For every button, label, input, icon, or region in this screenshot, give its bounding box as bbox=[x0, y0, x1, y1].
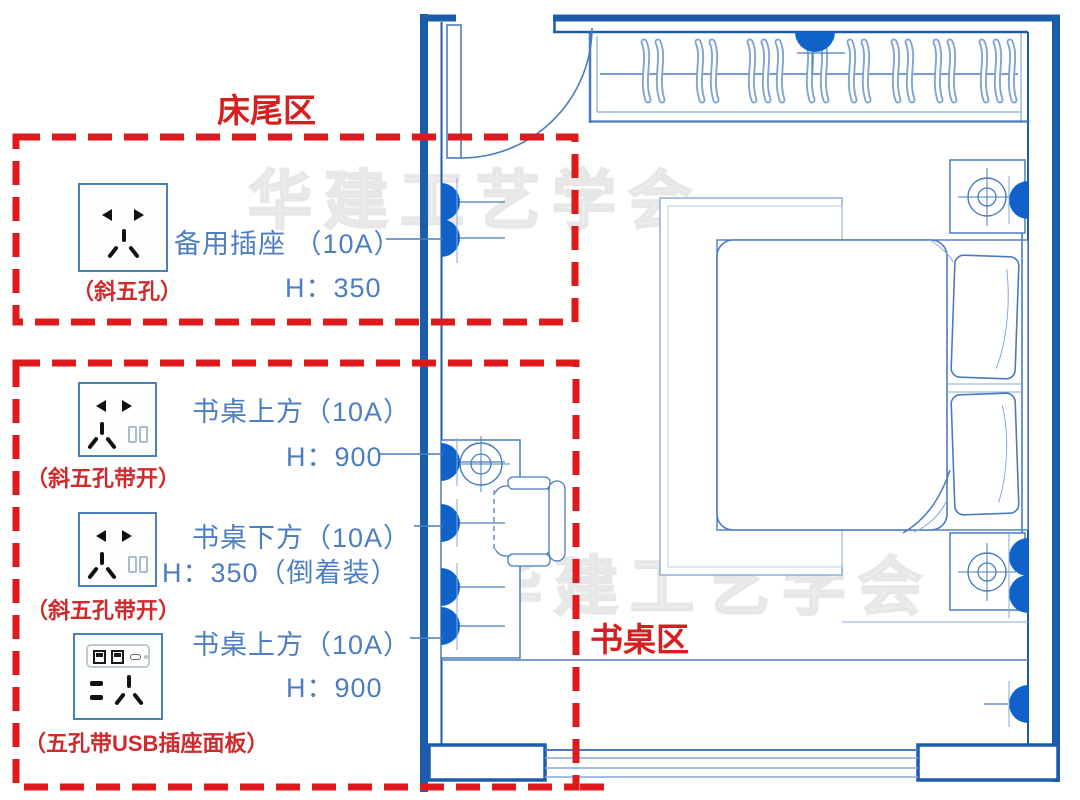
usb-module bbox=[86, 644, 150, 668]
socket-marker-nightstand-bottom-1 bbox=[1009, 538, 1028, 576]
socket-caption: （斜五孔带开） bbox=[26, 466, 181, 491]
pillow bbox=[950, 254, 1020, 380]
socket-switch bbox=[139, 556, 148, 573]
mattress bbox=[716, 239, 948, 531]
hangers bbox=[644, 42, 1014, 100]
socket-switch bbox=[128, 426, 137, 443]
blanket-fold bbox=[902, 469, 951, 534]
chair-backrest bbox=[548, 480, 566, 562]
socket-hole bbox=[90, 681, 103, 686]
chair-armrest bbox=[507, 476, 551, 490]
usb-a-port bbox=[111, 650, 124, 664]
door-leaf bbox=[446, 24, 462, 159]
wall-pier-right bbox=[916, 743, 1060, 782]
pillow bbox=[950, 392, 1020, 516]
socket-height: H：900 bbox=[286, 442, 383, 472]
socket-hole bbox=[96, 400, 106, 412]
bed bbox=[659, 197, 1029, 623]
watermark-top: 华建工艺学会 bbox=[247, 164, 704, 238]
socket-5hole-slant-icon bbox=[78, 183, 168, 272]
zone-boxes bbox=[12, 133, 604, 791]
socket-marker-spare-2 bbox=[441, 219, 460, 257]
chair-armrest bbox=[507, 553, 551, 567]
socket-marker-desk-lower bbox=[441, 504, 460, 542]
socket-hole bbox=[100, 552, 104, 565]
socket-marker-desk-usb-1 bbox=[441, 568, 460, 606]
socket-hole bbox=[105, 436, 117, 450]
socket-height: H：350 bbox=[285, 273, 382, 303]
socket-5hole-slant-switch-icon bbox=[78, 382, 157, 457]
socket-hole bbox=[105, 566, 117, 580]
socket-label: 书桌上方（10A） bbox=[192, 397, 412, 427]
socket-hole bbox=[132, 692, 144, 706]
desk-zone-title: 书桌区 bbox=[590, 621, 689, 658]
socket-5hole-usb-icon bbox=[73, 633, 163, 720]
socket-hole bbox=[122, 400, 132, 412]
socket-hole bbox=[90, 695, 103, 700]
socket-marker-desk-upper bbox=[441, 443, 460, 481]
wall-socket-markers bbox=[441, 32, 1028, 723]
socket-label: 备用插座 （10A） bbox=[174, 229, 402, 259]
socket-hole bbox=[114, 692, 126, 706]
socket-hole bbox=[87, 566, 99, 580]
chair-seat bbox=[493, 485, 553, 557]
socket-caption: （斜五孔带开） bbox=[26, 598, 181, 623]
socket-label: 书桌下方（10A） bbox=[192, 523, 412, 553]
socket-hole bbox=[128, 245, 140, 259]
socket-hole bbox=[107, 245, 119, 259]
socket-ticks bbox=[456, 52, 1010, 727]
socket-hole bbox=[100, 422, 104, 435]
socket-hole bbox=[134, 209, 144, 221]
usb-c-port bbox=[130, 654, 141, 660]
socket-caption: （五孔带USB插座面板） bbox=[24, 731, 269, 756]
leader-lines bbox=[378, 238, 443, 639]
socket-marker-nightstand-bottom-2 bbox=[1009, 575, 1028, 613]
desk-chair bbox=[492, 476, 566, 567]
socket-marker-bottom-right bbox=[1009, 685, 1028, 723]
socket-hole bbox=[122, 229, 126, 242]
socket-caption: （斜五孔） bbox=[72, 279, 183, 304]
socket-marker-top-wall bbox=[795, 32, 835, 52]
window bbox=[545, 749, 918, 778]
socket-marker-spare-1 bbox=[441, 183, 460, 221]
socket-marker-desk-usb-2 bbox=[441, 607, 460, 645]
bed-end-zone-title: 床尾区 bbox=[217, 92, 316, 129]
desk-zone-box bbox=[12, 359, 580, 791]
socket-hole bbox=[122, 530, 132, 542]
socket-5hole-slant-switch-icon bbox=[78, 512, 157, 587]
socket-switch bbox=[139, 426, 148, 443]
usb-a-port bbox=[93, 650, 106, 664]
socket-hole bbox=[96, 530, 106, 542]
socket-marker-nightstand-top bbox=[1009, 181, 1028, 219]
socket-height: H：350（倒着装） bbox=[162, 558, 399, 588]
wardrobe bbox=[588, 33, 1028, 123]
socket-label: 书桌上方（10A） bbox=[192, 630, 412, 660]
indicator-dot bbox=[144, 655, 148, 659]
socket-hole bbox=[102, 209, 112, 221]
bed-end-zone-box bbox=[12, 133, 579, 326]
socket-height: H：900 bbox=[286, 673, 383, 703]
socket-hole bbox=[87, 436, 99, 450]
socket-hole bbox=[127, 675, 131, 688]
socket-switch bbox=[128, 556, 137, 573]
wall-pier-left bbox=[427, 743, 547, 782]
